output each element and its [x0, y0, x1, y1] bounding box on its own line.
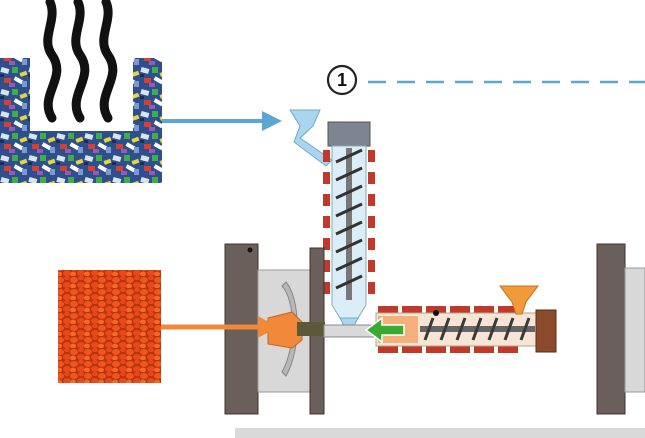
horizontal-screw [420, 317, 535, 341]
mold-cavity-right [624, 267, 645, 393]
heat-waves-icon [43, 0, 118, 123]
mold-right [596, 243, 645, 415]
step-marker: 1 [326, 64, 358, 96]
recycled-feed-arrowhead [262, 111, 282, 131]
orange-hopper [499, 285, 539, 315]
horizontal-injection-unit [323, 285, 557, 353]
horizontal-drive-block [535, 309, 557, 353]
virgin-pellets-icon [58, 270, 161, 383]
horizontal-heater-bands [378, 306, 518, 353]
virgin-feed-arrowhead [258, 316, 278, 338]
injection-direction-arrow [364, 316, 405, 344]
mold-cavity-curve [281, 281, 298, 377]
vertical-screw [335, 148, 363, 300]
vertical-injection-unit [289, 109, 375, 331]
mold-platen-right [596, 243, 626, 415]
vertical-drive-block [327, 121, 371, 147]
vertical-heater-bands [323, 150, 375, 294]
recycled-material-box [0, 0, 162, 183]
step-number: 1 [337, 70, 347, 90]
sprue [297, 322, 325, 336]
bottom-shadow [235, 428, 645, 438]
molded-part [267, 311, 303, 349]
